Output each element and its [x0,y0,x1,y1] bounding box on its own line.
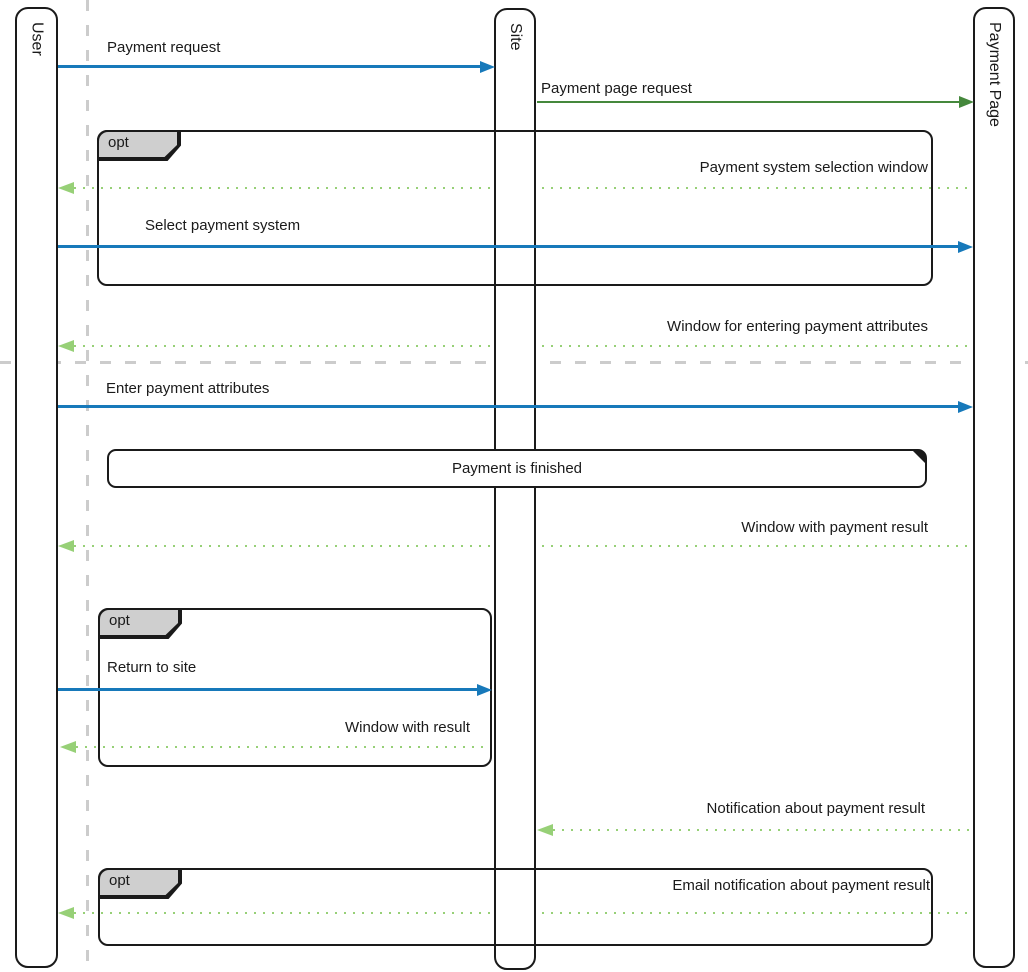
fragment-operator-tab: opt [98,608,182,639]
note-payment-is-finished[interactable]: Payment is finished [107,449,927,488]
message-label: Payment page request [541,80,692,97]
message-line-return-to-site[interactable] [58,688,478,691]
message-line-payment-request[interactable] [58,65,481,68]
message-label: Enter payment attributes [106,380,270,397]
opt-fragment-3[interactable]: opt [98,868,933,946]
message-label: Window with result [344,719,470,736]
message-label: Return to site [107,659,197,676]
message-label: Notification about payment result [706,800,925,817]
arrowhead-right-icon [959,96,974,108]
arrowhead-right-icon [958,241,973,253]
message-line-select-payment-system[interactable] [58,245,959,248]
fragment-operator-tab: opt [98,868,182,899]
lifeline-site-label: Site [507,23,524,51]
arrowhead-left-icon [58,540,74,552]
message-label: Window with payment result [741,519,928,536]
note-label: Payment is finished [451,460,583,477]
opt-fragment-1[interactable]: opt [97,130,933,286]
message-label: Payment request [107,39,221,56]
lifeline-user[interactable]: User [15,7,58,968]
fragment-operator-label: opt [108,134,129,151]
message-label: Window for entering payment attributes [667,318,928,335]
lifeline-user-label: User [28,22,46,56]
lifeline-payment-page[interactable]: Payment Page [973,7,1015,968]
fragment-operator-label: opt [109,612,130,629]
fragment-operator-tab-fill: opt [100,870,178,895]
message-line-payment-page-request[interactable] [537,101,960,103]
message-label: Payment system selection window [699,159,928,176]
fragment-operator-tab: opt [97,130,181,161]
page-break-guide-vertical [86,0,89,972]
message-line-enter-payment-attributes[interactable] [58,405,959,408]
message-label: Select payment system [145,217,301,234]
arrowhead-left-icon [537,824,553,836]
arrowhead-right-icon [958,401,973,413]
fragment-operator-tab-fill: opt [100,610,178,635]
arrowhead-right-icon [477,684,492,696]
lifeline-site[interactable]: Site [494,8,536,970]
arrowhead-left-icon [60,741,76,753]
lifeline-payment-page-label: Payment Page [986,22,1003,127]
note-fold-icon [912,450,926,464]
arrowhead-left-icon [58,182,74,194]
arrowhead-left-icon [58,907,74,919]
message-line-notification-about-payment-result[interactable] [553,829,974,831]
fragment-operator-label: opt [109,872,130,889]
arrowhead-left-icon [58,340,74,352]
message-label: Email notification about payment result [672,877,930,894]
fragment-operator-tab-fill: opt [99,132,177,157]
arrowhead-right-icon [480,61,495,73]
message-line-window-with-result[interactable] [76,746,492,748]
